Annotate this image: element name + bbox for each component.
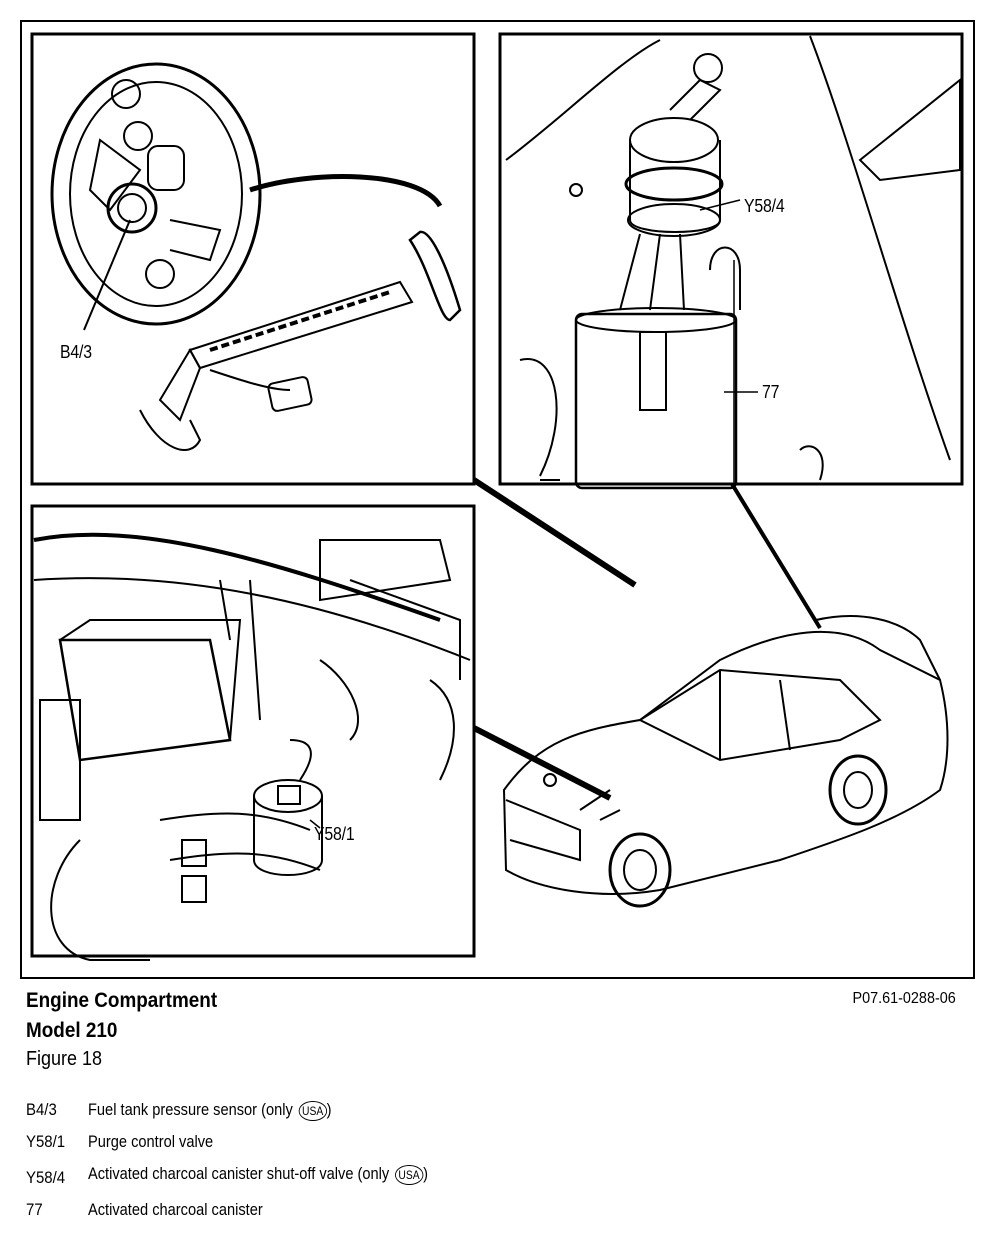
technical-illustration: B4/3 Y58/4 77 Y58/1: [20, 20, 976, 980]
engine-compartment-panel: [30, 504, 476, 961]
callout-b4-3: B4/3: [60, 342, 92, 362]
legend-code: Y58/1: [26, 1132, 66, 1151]
legend-code: Y58/4: [26, 1168, 66, 1187]
legend-row: Y58/1 Purge control valve: [26, 1128, 926, 1160]
legend-description: Fuel tank pressure sensor (only USA): [88, 1100, 332, 1121]
figure-id: P07.61-0288-06: [852, 990, 956, 1007]
canister-panel: [498, 32, 964, 490]
legend-description: Purge control valve: [88, 1132, 214, 1151]
callout-y58-4: Y58/4: [744, 196, 785, 216]
legend-row: B4/3 Fuel tank pressure sensor (only USA…: [26, 1096, 926, 1128]
caption-title: Engine Compartment: [26, 989, 218, 1012]
caption-model: Model 210: [26, 1019, 118, 1042]
callout-y58-1: Y58/1: [314, 824, 355, 844]
fuel-tank-sensor-panel: [30, 32, 476, 486]
legend: B4/3 Fuel tank pressure sensor (only USA…: [26, 1096, 926, 1228]
caption-figure-number: Figure 18: [26, 1048, 103, 1070]
legend-description: Activated charcoal canister shut-off val…: [88, 1164, 428, 1185]
legend-code: B4/3: [26, 1100, 57, 1119]
legend-code: 77: [26, 1200, 43, 1219]
car-illustration: [502, 615, 949, 908]
legend-row: Y58/4 Activated charcoal canister shut-o…: [26, 1160, 926, 1196]
figure-caption: Engine Compartment Model 210 Figure 18: [26, 986, 966, 1072]
legend-row: 77 Activated charcoal canister: [26, 1196, 926, 1228]
callout-77: 77: [762, 382, 780, 402]
usa-badge: USA: [298, 1100, 327, 1121]
legend-description: Activated charcoal canister: [88, 1200, 263, 1219]
usa-badge: USA: [394, 1164, 424, 1185]
